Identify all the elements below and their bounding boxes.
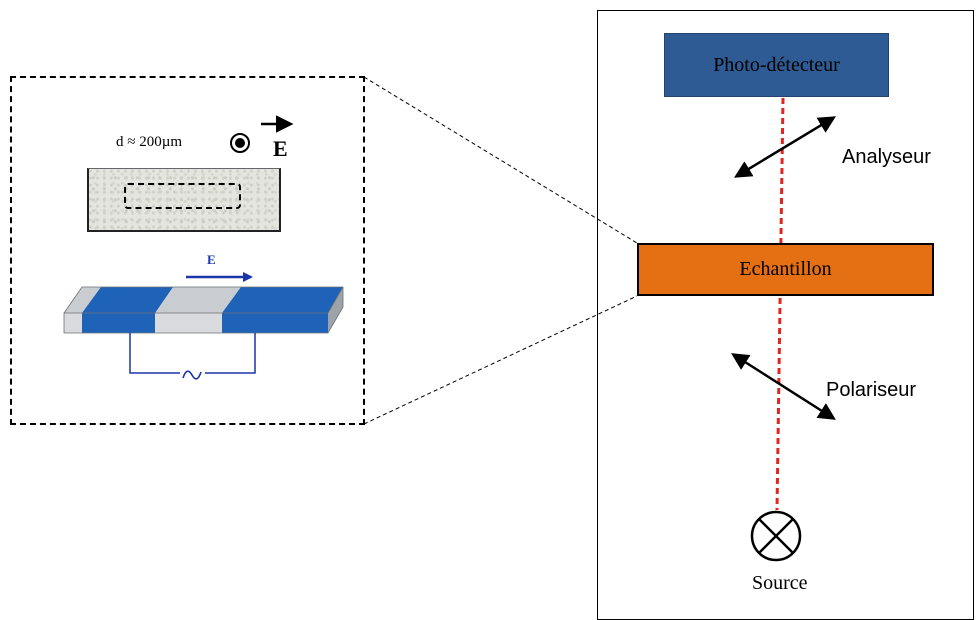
photodetector: Photo-détecteur: [664, 33, 889, 97]
setup-frame: [597, 10, 974, 620]
photodetector-label: Photo-détecteur: [713, 53, 840, 76]
laser-beam: [775, 97, 785, 511]
zoom-connector-bottom: [363, 295, 638, 425]
sample-inner-region: [124, 183, 241, 209]
device-field-symbol: E: [207, 252, 216, 267]
polarizer-label: Polariseur: [826, 379, 917, 401]
field-out-of-plane-icon: [230, 133, 250, 153]
zoom-inset-box: [10, 76, 365, 425]
source-symbol: [750, 510, 802, 562]
polarizer-axis-arrow: [731, 353, 836, 420]
sample-label: Echantillon: [739, 258, 832, 280]
analyzer-axis-arrow: [734, 116, 836, 178]
field-symbol: E: [273, 136, 288, 161]
sample: Echantillon: [637, 243, 934, 296]
electrode-device: [63, 272, 344, 380]
ac-source-icon: [182, 370, 202, 380]
sample-top-view: [87, 168, 281, 232]
source-label: Source: [752, 572, 808, 594]
analyzer-label: Analyseur: [842, 146, 931, 168]
thickness-label: d ≈ 200µm: [116, 134, 183, 150]
zoom-connector-top: [363, 76, 638, 244]
